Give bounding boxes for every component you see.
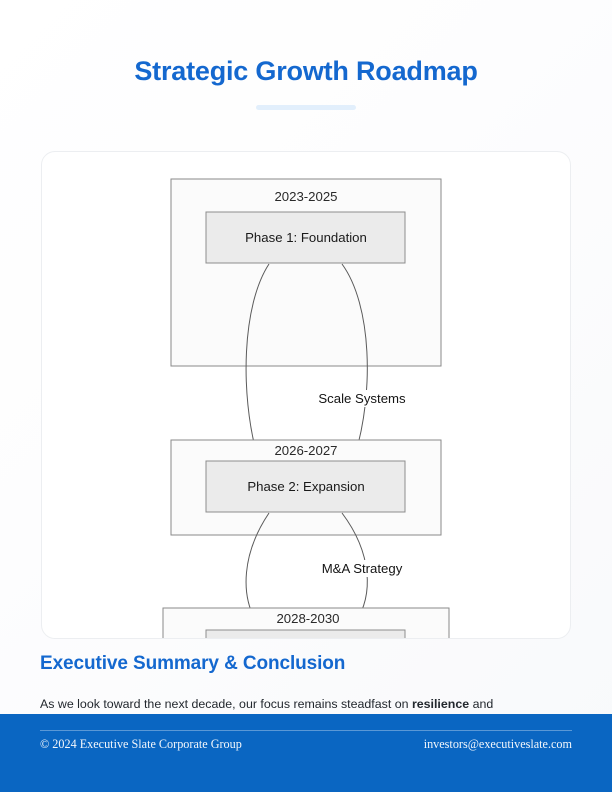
figure-card: 2023-2025 Phase 1: Foundation Scale Syst… (41, 151, 571, 639)
roadmap-diagram: 2023-2025 Phase 1: Foundation Scale Syst… (42, 152, 570, 638)
page-title: Strategic Growth Roadmap (134, 56, 478, 86)
node-phase-2-label: Phase 2: Expansion (247, 479, 364, 494)
summary-text-prefix: As we look toward the next decade, our f… (40, 697, 412, 711)
node-phase-1-label: Phase 1: Foundation (245, 230, 367, 245)
section-heading-executive-summary: Executive Summary & Conclusion (40, 653, 346, 674)
footer-email[interactable]: investors@executiveslate.com (423, 737, 572, 751)
cluster-3-label: 2028-2030 (276, 611, 339, 626)
node-phase-1 (205, 211, 406, 264)
node-phase-3 (205, 629, 406, 638)
node-phase-2 (205, 460, 406, 513)
figure-clip: 2023-2025 Phase 1: Foundation Scale Syst… (42, 152, 570, 638)
edge-scale-systems: Scale Systems (245, 263, 416, 456)
edge-label-ma-strategy: M&A Strategy (322, 561, 403, 576)
cluster-phase-3: 2028-2030 Phase 3: Integration (162, 607, 450, 638)
page-footer: © 2024 Executive Slate Corporate Group i… (0, 714, 612, 792)
summary-paragraph: As we look toward the next decade, our f… (40, 695, 572, 714)
summary-text-suffix: and (469, 697, 494, 711)
cluster-1-label: 2023-2025 (274, 189, 337, 204)
cluster-2-label: 2026-2027 (274, 443, 337, 458)
footer-copyright: © 2024 Executive Slate Corporate Group (40, 737, 242, 751)
edge-label-scale-systems: Scale Systems (318, 391, 406, 406)
footer-divider (40, 730, 572, 731)
cluster-phase-1: 2023-2025 Phase 1: Foundation (170, 178, 442, 367)
cluster-phase-2: 2026-2027 Phase 2: Expansion (170, 439, 442, 536)
title-accent-rule (256, 105, 356, 110)
summary-text-bold: resilience (411, 697, 470, 711)
